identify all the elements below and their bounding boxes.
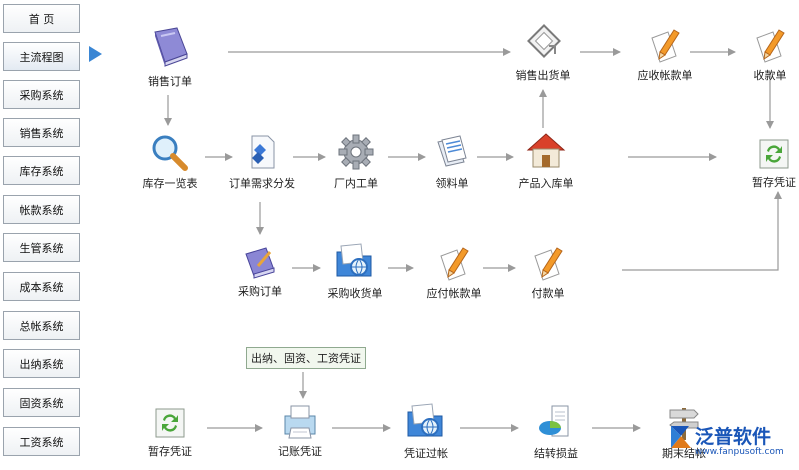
gear-icon [338, 134, 374, 170]
nav-sales[interactable]: 销售系统 [3, 118, 80, 147]
node-receipt[interactable]: 收款单 [722, 26, 799, 83]
node-label: 应收帐款单 [637, 69, 693, 82]
notepad-icon [245, 247, 275, 279]
node-label: 产品入库单 [518, 177, 574, 190]
pencil-doc-icon [440, 247, 469, 281]
node-product-stock[interactable]: 产品入库单 [498, 128, 594, 191]
node-purchase-receipt[interactable]: 采购收货单 [307, 240, 403, 301]
node-purchase-order[interactable]: 采购订单 [212, 244, 308, 299]
demand-doc-icon [251, 135, 275, 169]
node-label: 订单需求分发 [229, 177, 295, 190]
node-label: 收款单 [753, 69, 787, 82]
magnifier-icon [152, 135, 188, 171]
node-label: 销售订单 [148, 75, 192, 88]
arrow [622, 191, 782, 271]
nav-accounts[interactable]: 帐款系统 [3, 195, 80, 224]
nav-main-flow[interactable]: 主流程图 [3, 42, 80, 71]
node-label: 采购收货单 [327, 287, 383, 300]
node-label: 付款单 [531, 287, 565, 300]
printer-icon [284, 405, 316, 439]
brand-mark-icon [671, 426, 691, 448]
delivery-icon [527, 24, 561, 58]
refresh-icon [155, 408, 185, 438]
nav-payroll[interactable]: 工资系统 [3, 427, 80, 456]
node-receivable[interactable]: 应收帐款单 [617, 26, 713, 83]
pencil-doc-icon [534, 247, 563, 281]
node-order-demand[interactable]: 订单需求分发 [214, 132, 310, 191]
docs-icon [437, 135, 467, 167]
node-period-close[interactable]: 期末结帐 [636, 402, 732, 461]
node-label: 记账凭证 [278, 445, 322, 458]
pencil-doc-icon [651, 29, 680, 63]
node-sales-order[interactable]: 销售订单 [122, 24, 218, 89]
node-carry-forward[interactable]: 结转损益 [508, 402, 604, 461]
nav-production[interactable]: 生管系统 [3, 233, 80, 262]
nav-fixed-assets[interactable]: 固资系统 [3, 388, 80, 417]
node-label: 暂存凭证 [752, 176, 796, 189]
brand-url: www.fanpusoft.com [695, 447, 784, 457]
node-sales-delivery[interactable]: 销售出货单 [495, 24, 591, 83]
node-payment[interactable]: 付款单 [500, 244, 596, 301]
node-material-req[interactable]: 领料单 [404, 132, 500, 191]
folder-globe-icon [336, 243, 372, 277]
sidebar: 首 页 主流程图 采购系统 销售系统 库存系统 帐款系统 生管系统 成本系统 总… [0, 0, 82, 470]
brand-logo: 泛普软件 www.fanpusoft.com [665, 420, 799, 470]
pie-chart-icon [539, 405, 569, 437]
brand-name: 泛普软件 [695, 426, 772, 448]
nav-purchase[interactable]: 采购系统 [3, 80, 80, 109]
node-label: 采购订单 [238, 285, 282, 298]
nav-home[interactable]: 首 页 [3, 4, 80, 33]
nav-inventory[interactable]: 库存系统 [3, 156, 80, 185]
node-label: 应付帐款单 [426, 287, 482, 300]
node-book-voucher[interactable]: 记账凭证 [252, 402, 348, 459]
active-pointer-icon [89, 46, 102, 62]
nav-cost[interactable]: 成本系统 [3, 272, 80, 301]
node-label: 销售出货单 [515, 69, 571, 82]
node-label: 领料单 [435, 177, 469, 190]
node-factory-order[interactable]: 厂内工单 [308, 132, 404, 191]
node-label: 厂内工单 [334, 177, 378, 190]
voucher-note: 出纳、固资、工资凭证 [246, 347, 366, 369]
nav-ledger[interactable]: 总帐系统 [3, 311, 80, 340]
nav-cashier[interactable]: 出纳系统 [3, 349, 80, 378]
node-label: 期末结帐 [662, 447, 706, 460]
node-label: 库存一览表 [142, 177, 198, 190]
folder-globe-icon [407, 403, 443, 437]
node-temp-voucher-right[interactable]: 暂存凭证 [726, 137, 799, 190]
refresh-icon [759, 139, 789, 169]
node-label: 暂存凭证 [148, 445, 192, 458]
node-label: 凭证过帐 [404, 447, 448, 460]
node-voucher-post[interactable]: 凭证过帐 [378, 400, 474, 461]
node-inventory-list[interactable]: 库存一览表 [122, 132, 218, 191]
book-icon [154, 27, 188, 67]
node-payable[interactable]: 应付帐款单 [406, 244, 502, 301]
house-icon [526, 133, 566, 168]
node-temp-voucher[interactable]: 暂存凭证 [122, 406, 218, 459]
node-label: 结转损益 [534, 447, 578, 460]
pencil-doc-icon [756, 29, 785, 63]
